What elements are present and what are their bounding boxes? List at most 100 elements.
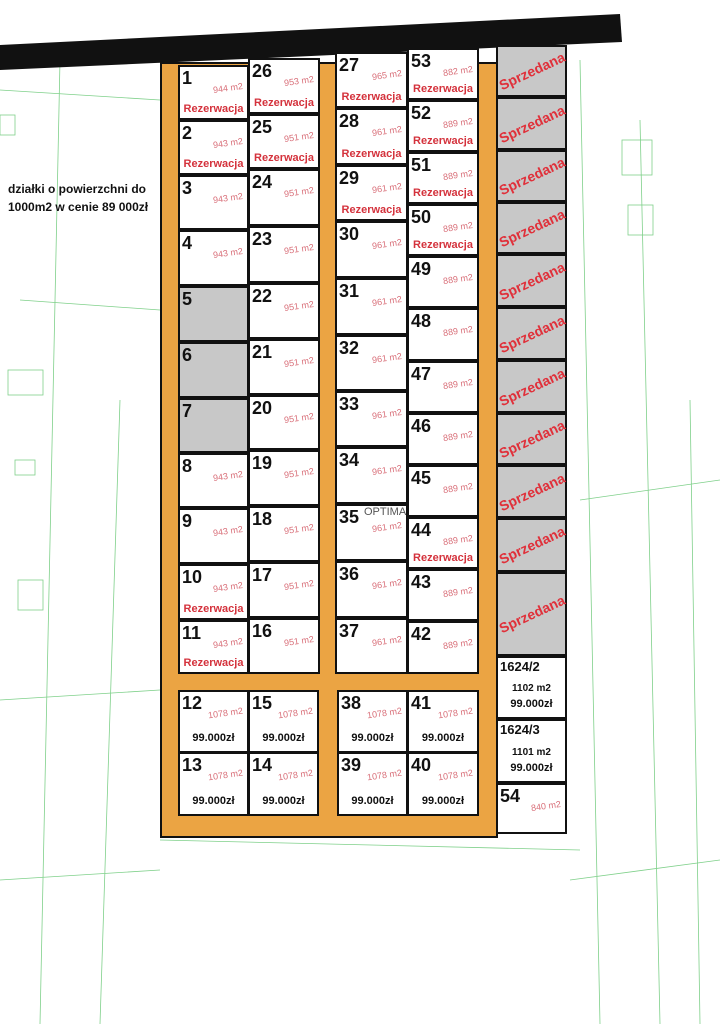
plot-number: 15	[252, 693, 273, 713]
plot-number: 49	[411, 259, 432, 279]
plot-33[interactable]: 33 961 m2	[335, 391, 408, 447]
plot-sold[interactable]: Sprzedana	[496, 360, 567, 413]
plot-area: 943 m2	[212, 579, 244, 595]
plot-sold[interactable]: Sprzedana	[496, 202, 567, 254]
plot-price: 99.000zł	[421, 732, 465, 744]
plot-number: 14	[252, 755, 273, 775]
plot-number: 33	[339, 394, 360, 414]
plot-number: 31	[339, 281, 360, 301]
plot-area: 889 m2	[442, 323, 474, 339]
plot-sold[interactable]: Sprzedana	[496, 150, 567, 202]
plot-area: 1078 m2	[277, 767, 314, 783]
plot-area: 961 m2	[371, 633, 403, 649]
plot-sold[interactable]: Sprzedana	[496, 465, 567, 518]
sold-label: Sprzedana	[496, 522, 567, 568]
plot-number: 41	[411, 693, 432, 713]
plot-sold[interactable]: Sprzedana	[496, 518, 567, 572]
plot-area: 1101 m2	[512, 747, 551, 758]
plot-sold[interactable]: Sprzedana	[496, 307, 567, 360]
plot-5[interactable]: 5	[178, 286, 249, 342]
plot-6[interactable]: 6	[178, 342, 249, 398]
sold-label: Sprzedana	[496, 364, 567, 409]
plot-sold[interactable]: Sprzedana	[496, 254, 567, 307]
plot-number: 35	[339, 507, 360, 527]
reserved-label: Rezerwacja	[341, 148, 402, 160]
plot-sold[interactable]: Sprzedana	[496, 97, 567, 150]
plot-area: 951 m2	[283, 184, 315, 200]
plot-sold[interactable]: Sprzedana	[496, 413, 567, 465]
reserved-label: Rezerwacja	[341, 91, 402, 103]
plot-area: 951 m2	[283, 521, 315, 537]
plot-number: 24	[252, 172, 273, 192]
plot-sold[interactable]: Sprzedana	[496, 572, 567, 656]
reserved-label: Rezerwacja	[413, 83, 473, 95]
plot-number: 19	[252, 453, 273, 473]
plot-7[interactable]: 7	[178, 398, 249, 453]
plot-24[interactable]: 24 951 m2	[248, 169, 320, 226]
plot-sold[interactable]: Sprzedana	[496, 45, 567, 97]
plot-area: 961 m2	[371, 406, 403, 422]
plot-area: 1078 m2	[437, 767, 474, 783]
plot-area: 961 m2	[371, 123, 403, 139]
plot-number: 30	[339, 224, 360, 244]
plot-number: 4	[182, 233, 193, 253]
reserved-label: Rezerwacja	[413, 552, 473, 564]
plot-price: 99.000zł	[262, 732, 305, 744]
plot-number: 8	[182, 456, 193, 476]
plot-area: 961 m2	[371, 462, 403, 478]
reserved-label: Rezerwacja	[413, 239, 473, 251]
plot-number: 3	[182, 178, 193, 198]
sold-label: Sprzedana	[496, 416, 567, 462]
